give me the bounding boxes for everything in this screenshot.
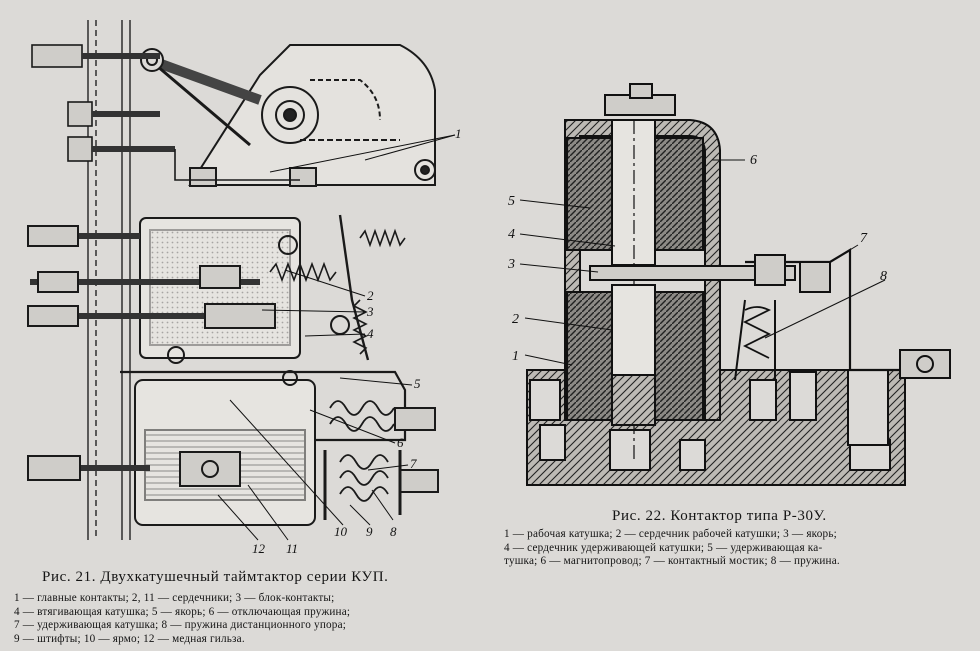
figure-22-drawing: 5 4 3 2 1 6 7 8 [507,83,951,486]
fig21-legend-line: 1 — главные контакты; 2, 11 — сердечники… [14,592,335,604]
block-contact-assembly [140,44,436,187]
working-coil [566,284,704,426]
fig21-legend-line: 4 — втягивающая катушка; 5 — якорь; 6 — … [14,605,351,618]
fig22-label-2: 2 [512,312,519,327]
fig22-legend-line: тушка; 6 — магнитопровод; 7 — контактный… [504,555,840,568]
fig21-label-8: 8 [390,524,397,539]
fig21-label-12: 12 [252,541,266,556]
figure-21-drawing: 1 2 3 4 5 6 7 8 9 10 11 12 [27,20,462,556]
fig21-label-4: 4 [367,326,374,341]
fig21-label-1: 1 [455,126,462,141]
fig22-label-6: 6 [750,153,757,168]
fig22-label-4: 4 [508,227,515,242]
fig21-label-5: 5 [414,376,421,391]
fig22-leaders [519,159,886,366]
fig22-label-3: 3 [507,257,515,272]
base-block [526,369,906,486]
fig21-label-10: 10 [334,524,348,539]
upper-springs [269,214,406,361]
figure-21-title: Рис. 21. Двухкатушечный таймтактор серии… [42,569,389,585]
pulling-coil [27,217,350,359]
fig22-label-7: 7 [860,231,868,246]
figure-22-title: Рис. 22. Контактор типа Р-30У. [612,508,827,524]
holding-coil [27,346,439,526]
holding-coil-22 [566,119,704,460]
fig21-label-9: 9 [366,524,373,539]
fig22-legend-line: 4 — сердечник удерживающей катушки; 5 — … [504,541,823,554]
armature [589,265,796,281]
fig21-label-7: 7 [410,456,417,471]
contact-bridge [734,248,951,381]
figure-22-legend: 1 — рабочая катушка; 2 — сердечник рабоч… [504,528,840,569]
fig21-label-6: 6 [397,435,404,450]
fig22-labels: 5 4 3 2 1 6 7 8 [507,153,887,364]
fig22-legend-line: 1 — рабочая катушка; 2 — сердечник рабоч… [504,528,837,540]
fig21-labels: 1 2 3 4 5 6 7 8 9 10 11 12 [252,126,462,556]
fig21-leaders [217,134,456,541]
fig22-label-8: 8 [880,269,887,284]
figure-21-legend: 1 — главные контакты; 2, 11 — сердечники… [14,592,350,646]
fig21-legend-line: 9 — штифты; 10 — ярмо; 12 — медная гильз… [14,632,245,645]
fig21-label-11: 11 [286,541,298,556]
fig22-label-1: 1 [512,349,519,364]
magnetic-circuit [564,83,721,421]
fig21-label-2: 2 [367,288,374,303]
main-contact-bolts [31,44,300,181]
fig21-label-3: 3 [366,304,374,319]
fig22-label-5: 5 [508,194,515,209]
lower-springs [323,400,402,520]
fig21-legend-line: 7 — удерживающая катушка; 8 — пружина ди… [14,619,347,632]
